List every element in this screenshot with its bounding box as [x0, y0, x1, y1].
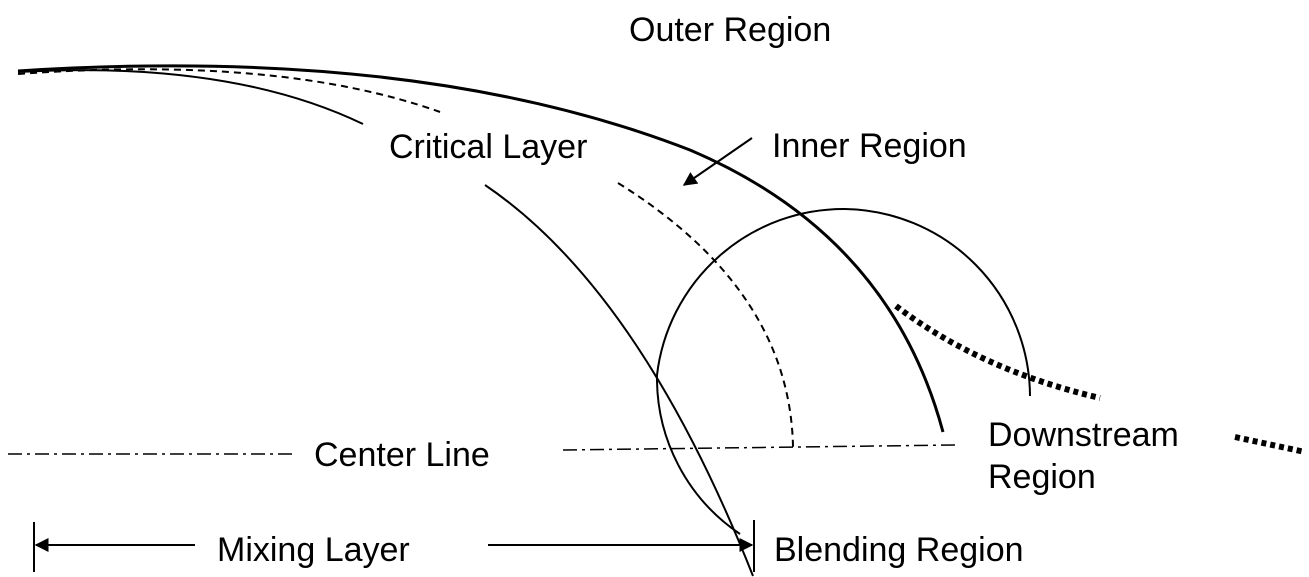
outer-boundary-curve — [17, 64, 945, 433]
inner-region-label: Inner Region — [772, 127, 967, 165]
downstream-region-label-line2: Region — [988, 458, 1096, 496]
center-line-right — [562, 444, 956, 451]
critical-layer-dashed-curve-lower — [617, 182, 794, 448]
mixing-layer-label: Mixing Layer — [217, 531, 410, 569]
downstream-dotted-segment — [1234, 434, 1306, 455]
center-line-label: Center Line — [314, 436, 490, 474]
inner-solid-curve-lower — [484, 184, 754, 577]
inner-region-pointer-arrow — [682, 137, 753, 186]
outer-region-label: Outer Region — [629, 11, 831, 49]
critical-layer-label: Critical Layer — [389, 128, 587, 166]
blending-region-label: Blending Region — [774, 531, 1024, 569]
blending-region-circle — [655, 207, 1031, 535]
downstream-region-label-line1: Downstream — [988, 416, 1179, 454]
downstream-boundary-dotted-curve — [894, 303, 1101, 401]
inner-solid-curve-upper — [17, 69, 364, 125]
